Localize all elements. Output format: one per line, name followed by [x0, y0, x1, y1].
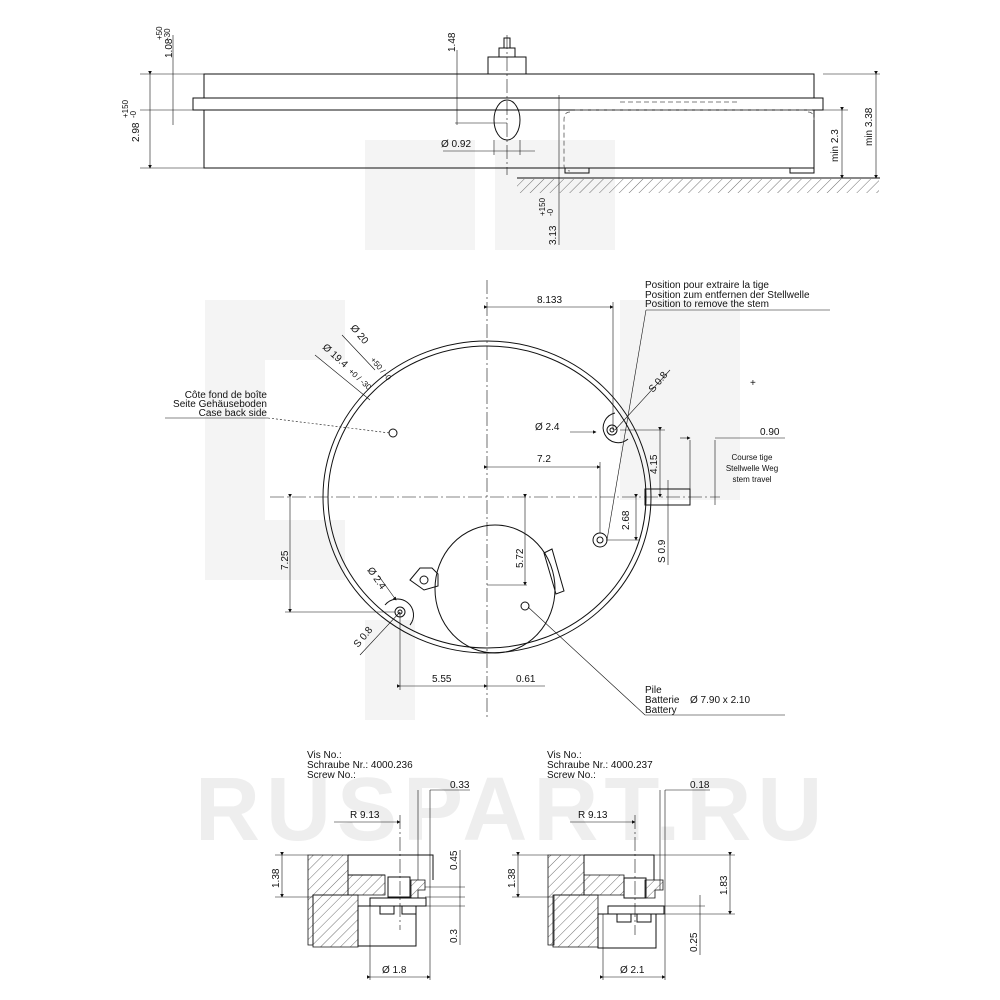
stem-travel-1: Course tige [732, 453, 773, 462]
caseback-note-3: Case back side [199, 408, 268, 419]
dim-bottom-tol-minus: -0 [546, 208, 555, 216]
battery-size: Ø 7.90 x 2.10 [690, 695, 750, 706]
dia24-bottom: Ø 2.4 [365, 565, 388, 592]
stem-note-1: Position pour extraire la tige [645, 280, 769, 291]
dim-height-tol-minus: -0 [129, 110, 138, 118]
screw-left-045: 0.45 [449, 850, 460, 870]
dim-8133: 8.133 [537, 295, 562, 306]
screw-right-183: 1.83 [719, 875, 730, 895]
dim-268: 2.68 [621, 510, 632, 530]
s09: S 0.9 [657, 539, 668, 563]
dim-stem: 1.48 [447, 32, 458, 52]
dim-415: 4.15 [649, 454, 660, 474]
screw-right-138: 1.38 [507, 868, 518, 888]
plan-view: 8.133 Position pour extraire la tige Pos… [165, 280, 830, 720]
side-view: 1.08 +50 -30 2.98 +150 -0 1.48 Ø 0.92 3.… [121, 26, 880, 245]
screw-left-label-2: Schraube Nr.: 4000.236 [307, 760, 413, 771]
dia-outer: Ø 20 [348, 323, 371, 347]
screw-left-138: 1.38 [271, 868, 282, 888]
battery [434, 524, 556, 654]
screw-right-018: 0.18 [690, 780, 710, 791]
battery-label-3: Battery [645, 705, 677, 716]
screw-right-label-3: Screw No.: [547, 770, 596, 781]
battery-label-2: Batterie [645, 695, 680, 706]
stem-travel-2: Stellwelle Weg [726, 464, 778, 473]
screw-right-label-2: Schraube Nr.: 4000.237 [547, 760, 653, 771]
watermark: RUSPART.RU [195, 140, 828, 860]
screw-detail-right: Vis No.: Schraube Nr.: 4000.237 Screw No… [507, 750, 735, 980]
watermark-text: RUSPART.RU [195, 760, 828, 860]
dia24-top: Ø 2.4 [535, 422, 560, 433]
dim-725: 7.25 [280, 550, 291, 570]
caseback-note-1: Côte fond de boîte [185, 390, 268, 401]
dim-572: 5.72 [515, 548, 526, 568]
screw-left-dia: Ø 1.8 [382, 965, 407, 976]
dim-height: 2.98 [131, 122, 142, 142]
dim-top-tol-minus: -30 [163, 28, 172, 40]
dim-bottom-tol-plus: +150 [538, 197, 547, 216]
screw-left-label-3: Screw No.: [307, 770, 356, 781]
stem-travel-3: stem travel [732, 475, 771, 484]
screw-left-label-1: Vis No.: [307, 750, 342, 761]
stem-note-3: Position to remove the stem [645, 299, 769, 310]
dim-top: 1.08 [164, 38, 175, 58]
screw-left-03: 0.3 [449, 929, 460, 943]
dim-72: 7.2 [537, 454, 551, 465]
dim-090: 0.90 [760, 427, 780, 438]
stem-note-2: Position zum entfernen der Stellwelle [645, 290, 810, 301]
stem-screw-top [602, 412, 629, 444]
screw-left-033: 0.33 [450, 780, 470, 791]
min-total: min 3.38 [864, 107, 875, 146]
case-back-marker [388, 428, 398, 438]
dim-555: 5.55 [432, 674, 452, 685]
dia-inner-tol: +0 / -30 [347, 367, 374, 392]
screw-bottom [384, 598, 414, 626]
dim-top-tol-plus: +50 [155, 26, 164, 40]
screw-right-dia: Ø 2.1 [620, 965, 645, 976]
min-inner: min 2.3 [830, 129, 841, 162]
screw-right-label-1: Vis No.: [547, 750, 582, 761]
dim-hole: Ø 0.92 [441, 139, 471, 150]
cross-mark: + [750, 378, 756, 389]
screw-right-025: 0.25 [689, 932, 700, 952]
caseback-note-2: Seite Gehäuseboden [173, 399, 267, 410]
battery-label-1: Pile [645, 685, 662, 696]
dim-bottom: 3.13 [548, 225, 559, 245]
screw-right-radius: R 9.13 [578, 810, 608, 821]
screw-detail-left: Vis No.: Schraube Nr.: 4000.236 Screw No… [271, 750, 470, 980]
screw-left-radius: R 9.13 [350, 810, 380, 821]
dim-061: 0.61 [516, 674, 536, 685]
battery-clip [543, 548, 565, 595]
dim-height-tol-plus: +150 [121, 99, 130, 118]
